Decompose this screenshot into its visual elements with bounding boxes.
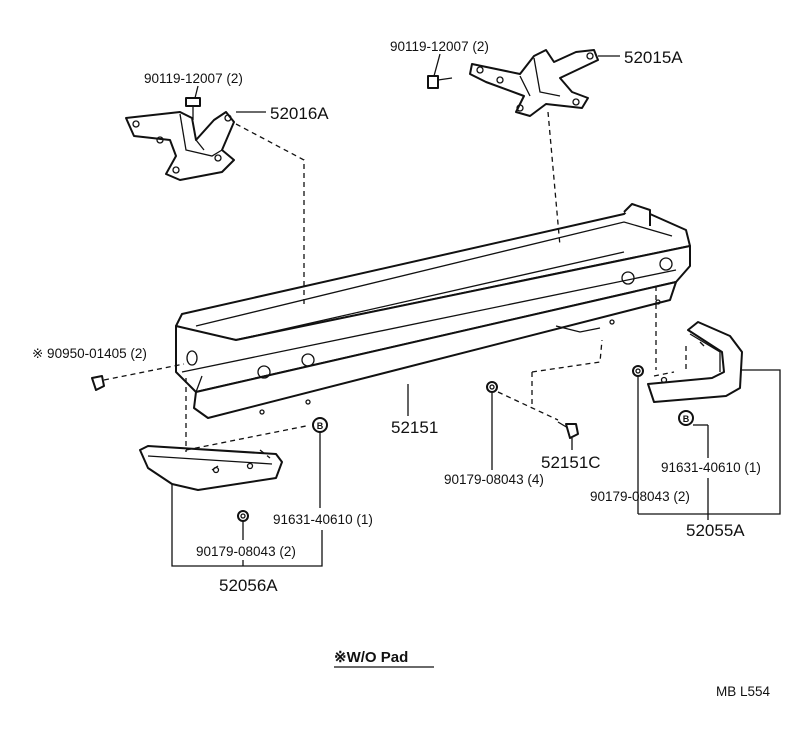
- label-code: MB L554: [716, 684, 771, 699]
- rear-bumper-52151: [175, 203, 691, 419]
- label-bolt-left: 90119-12007 (2): [144, 71, 243, 86]
- label-nut-left: 90179-08043 (2): [196, 544, 296, 559]
- label-assy-right: 52055A: [686, 521, 745, 540]
- assembly-lines: [103, 111, 687, 459]
- retainer-icon: B: [312, 417, 328, 433]
- label-clip-left: ※ 90950-01405 (2): [32, 346, 147, 361]
- retainer-icon: B: [678, 410, 694, 426]
- nut-icon: [486, 381, 498, 393]
- left-bracket-52016A: [125, 111, 235, 181]
- label-clip-center: 90179-08043 (4): [444, 472, 544, 487]
- leader-lines: [171, 53, 781, 567]
- label-retainer-right: 91631-40610 (1): [661, 460, 761, 475]
- nut-icon: [632, 365, 644, 377]
- plug-icon: [557, 421, 579, 439]
- label-assy-left: 52056A: [219, 576, 278, 595]
- svg-text:B: B: [317, 421, 324, 431]
- label-note: ※W/O Pad: [334, 649, 408, 666]
- label-retainer-left: 91631-40610 (1): [273, 512, 373, 527]
- label-bolt-right: 90119-12007 (2): [390, 39, 489, 54]
- label-bracket-left: 52016A: [270, 104, 329, 123]
- left-bolt-icon: [185, 97, 201, 120]
- right-bolt-icon: [427, 75, 453, 89]
- label-bracket-right: 52015A: [624, 48, 683, 67]
- clip-icon: [91, 375, 105, 391]
- label-plug: 52151C: [541, 453, 601, 472]
- right-bumper-extension-52055A: [647, 321, 743, 403]
- label-nut-right: 90179-08043 (2): [590, 489, 690, 504]
- left-bumper-extension-52056A: [139, 445, 283, 491]
- label-bumper: 52151: [391, 418, 438, 437]
- svg-text:B: B: [683, 414, 690, 424]
- right-bracket-52015A: [469, 49, 599, 117]
- nut-icon: [237, 510, 249, 522]
